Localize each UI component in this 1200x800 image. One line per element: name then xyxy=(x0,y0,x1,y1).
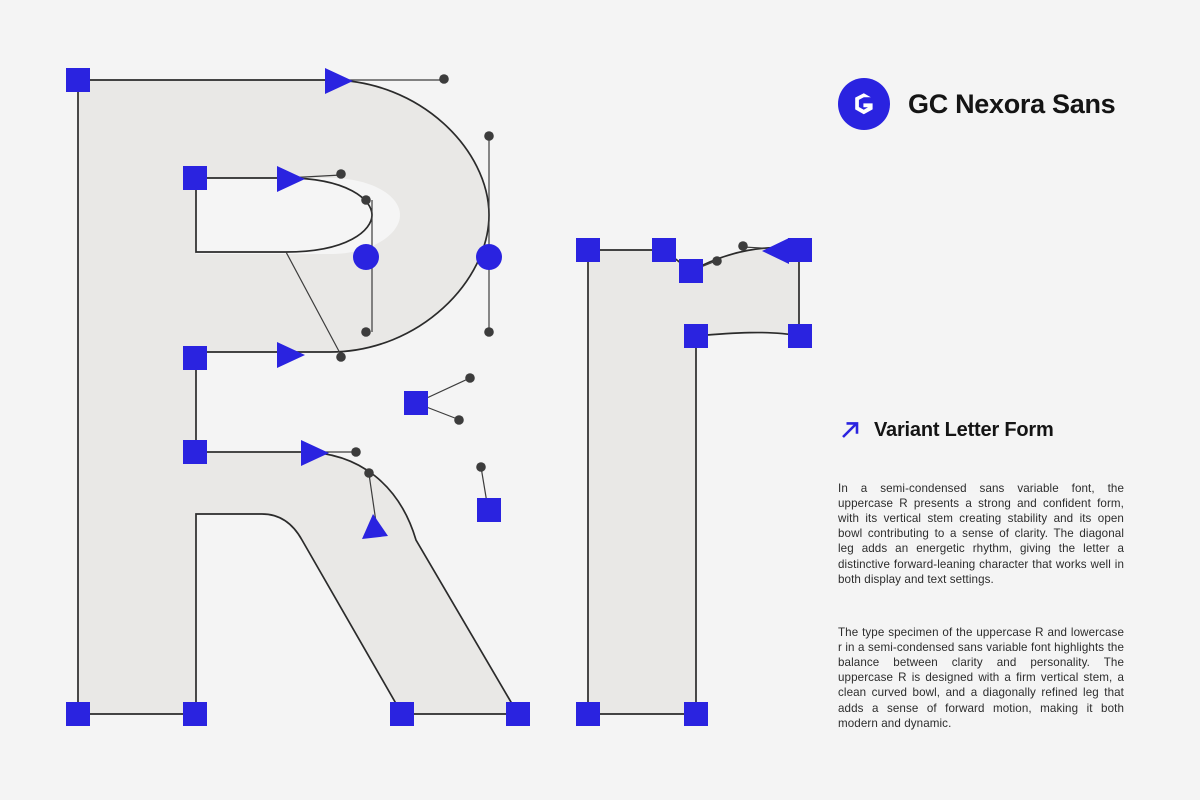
info-panel: GC Nexora Sans Variant Letter Form In a … xyxy=(838,0,1138,800)
glyph-r-fill xyxy=(588,247,799,714)
bezier-handle-dots-R[interactable] xyxy=(336,74,494,478)
glyph-R-counter-shape xyxy=(195,177,373,253)
anchor-node-square[interactable] xyxy=(390,702,414,726)
bezier-handle-dots-r[interactable] xyxy=(712,241,748,266)
bezier-handle-dot[interactable] xyxy=(738,241,748,251)
bezier-handle-dot[interactable] xyxy=(361,195,371,205)
anchor-node-square[interactable] xyxy=(183,346,207,370)
bezier-handle-dot[interactable] xyxy=(364,468,374,478)
bezier-handle-dot[interactable] xyxy=(361,327,371,337)
gc-hexagon-logo-icon xyxy=(838,78,890,130)
anchor-node-square[interactable] xyxy=(788,324,812,348)
anchor-node-square[interactable] xyxy=(66,68,90,92)
brand-name: GC Nexora Sans xyxy=(908,88,1116,119)
anchor-node-square[interactable] xyxy=(679,259,703,283)
anchor-node-square[interactable] xyxy=(183,166,207,190)
bezier-handle-dot[interactable] xyxy=(351,447,361,457)
anchor-node-square[interactable] xyxy=(66,702,90,726)
anchor-node-triangle[interactable] xyxy=(301,440,329,466)
anchor-node-square[interactable] xyxy=(576,238,600,262)
arrow-up-right-icon xyxy=(838,418,862,442)
handle-line xyxy=(368,473,377,523)
anchor-node-square[interactable] xyxy=(404,391,428,415)
anchor-node-circle[interactable] xyxy=(476,244,502,270)
anchor-node-square[interactable] xyxy=(506,702,530,726)
bezier-handle-dot[interactable] xyxy=(712,256,722,266)
anchor-node-square[interactable] xyxy=(183,702,207,726)
description-paragraph-one: In a semi-condensed sans variable font, … xyxy=(838,481,1124,586)
section-heading-row: Variant Letter Form xyxy=(838,418,1054,442)
anchor-node-triangle[interactable] xyxy=(762,238,789,264)
glyph-lowercase-r[interactable] xyxy=(587,246,800,715)
anchor-node-circle[interactable] xyxy=(353,244,379,270)
brand-row: GC Nexora Sans xyxy=(838,78,1116,130)
anchor-node-square[interactable] xyxy=(477,498,501,522)
anchor-node-square[interactable] xyxy=(788,238,812,262)
anchor-node-square[interactable] xyxy=(576,702,600,726)
direction-nodes-R[interactable] xyxy=(277,68,388,539)
curve-nodes-R[interactable] xyxy=(353,244,502,270)
anchor-node-triangle[interactable] xyxy=(277,342,305,368)
description-paragraph-two: The type specimen of the uppercase R and… xyxy=(838,625,1124,730)
direction-nodes-r[interactable] xyxy=(762,238,789,264)
anchor-node-square[interactable] xyxy=(684,324,708,348)
bezier-handle-dot[interactable] xyxy=(476,462,486,472)
bezier-handle-dot[interactable] xyxy=(439,74,449,84)
anchor-node-square[interactable] xyxy=(183,440,207,464)
section-heading: Variant Letter Form xyxy=(874,418,1054,441)
anchor-nodes-r[interactable] xyxy=(576,238,812,726)
anchor-nodes-R[interactable] xyxy=(66,68,530,726)
anchor-node-square[interactable] xyxy=(652,238,676,262)
anchor-node-triangle[interactable] xyxy=(277,166,305,192)
glyph-uppercase-R[interactable] xyxy=(77,79,520,715)
anchor-node-square[interactable] xyxy=(684,702,708,726)
anchor-node-triangle[interactable] xyxy=(325,68,353,94)
bezier-handle-dot[interactable] xyxy=(336,169,346,179)
bezier-handle-dot[interactable] xyxy=(484,327,494,337)
glyph-editing-canvas[interactable] xyxy=(0,0,830,800)
glyph-R-outline xyxy=(77,79,520,715)
glyph-R-fill xyxy=(78,80,518,714)
bezier-handle-dot[interactable] xyxy=(454,415,464,425)
bezier-handle-dot[interactable] xyxy=(484,131,494,141)
bezier-handle-dot[interactable] xyxy=(465,373,475,383)
anchor-node-triangle[interactable] xyxy=(362,514,388,539)
bezier-handle-dot[interactable] xyxy=(336,352,346,362)
handle-line xyxy=(285,251,342,356)
